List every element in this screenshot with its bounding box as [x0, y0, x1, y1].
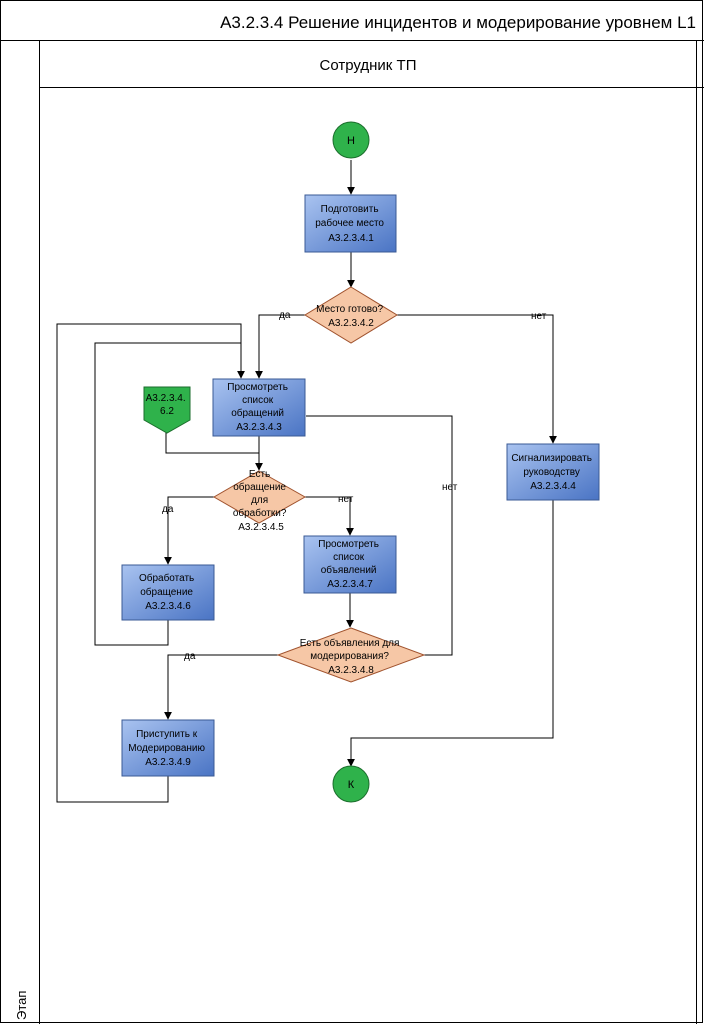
edge-label-yes: да: [279, 310, 291, 321]
edge-342-yes-to-343: [255, 314, 305, 379]
edge-label-yes: да: [162, 504, 174, 515]
stage-label: Этап: [14, 991, 29, 1020]
process-A3-2-3-4-6: Обработать обращение А3.2.3.4.6: [121, 564, 215, 621]
end-event: К: [332, 765, 370, 803]
process-A3-2-3-4-9: Приступить к Модерированию А3.2.3.4.9: [121, 719, 215, 777]
diagram-title: А3.2.3.4 Решение инцидентов и модерирова…: [220, 13, 696, 32]
edge-label-no: нет: [338, 494, 354, 505]
edge-345-yes-to-346: [164, 496, 214, 565]
edge-label-yes: да: [184, 651, 196, 662]
svg-text:Обработать обращение: Обработать обращение А3.2.3.4.6: [139, 572, 197, 612]
edge-346-loop-to-343: [94, 342, 245, 646]
edge-349-loop-to-343: [56, 323, 242, 803]
edge-348-yes-to-349: [164, 654, 278, 720]
process-A3-2-3-4-4: Сигнализировать руководству А3.2.3.4.4: [506, 443, 600, 501]
process-A3-2-3-4-3: Просмотреть список обращений А3.2.3.4.3: [212, 378, 306, 437]
ref-line-1: А3.2.3.4.: [146, 393, 186, 404]
svg-text:Место готово? А3.2.3.4.2: Место готово? А3.2.3.4.2: [316, 304, 386, 329]
edge-344-to-end: [347, 500, 554, 767]
end-label: К: [348, 779, 355, 791]
edge-ref-to-345: [165, 432, 259, 454]
process-A3-2-3-4-1: Подготовить рабочее место А3.2.3.4.1: [304, 194, 397, 253]
decision-A3-2-3-4-5: Есть обращение для обработки? А3.2.3.4.5: [213, 469, 307, 533]
ref-line-2: 6.2: [160, 406, 174, 417]
edge-label-no: нет: [531, 311, 547, 322]
offpage-reference-A3-2-3-4-6-2: А3.2.3.4. 6.2: [143, 386, 191, 434]
svg-text:Сигнализировать руководс: Сигнализировать руководству А3.2.3.4.4: [511, 453, 594, 492]
edge-342-no-to-344: [397, 314, 557, 444]
start-label: Н: [347, 135, 355, 147]
edge-348-no-to-343: [306, 415, 453, 656]
decision-A3-2-3-4-2: Место готово? А3.2.3.4.2: [304, 286, 398, 344]
svg-text:Есть объявления для моде: Есть объявления для модерирования? А3.2.…: [300, 637, 402, 676]
lane-title: Сотрудник ТП: [320, 57, 417, 74]
svg-text:Приступить к Модерирован: Приступить к Модерированию А3.2.3.4.9: [128, 729, 208, 768]
edge-345-no-to-347: [305, 496, 354, 536]
process-A3-2-3-4-7: Просмотреть список объявлений А3.2.3.4.7: [303, 535, 397, 594]
svg-text:Просмотреть список: Просмотреть список обращений А3.2.3.4.3: [227, 382, 290, 433]
svg-text:Подготовить рабочее мест: Подготовить рабочее место А3.2.3.4.1: [315, 204, 387, 244]
connectors: [56, 160, 557, 803]
svg-text:Просмотреть список: Просмотреть список объявлений А3.2.3.4.7: [318, 539, 381, 590]
svg-text:А3.2.3.4. 6.2: А3.2.3.4. 6.2: [146, 393, 189, 417]
decision-A3-2-3-4-8: Есть объявления для модерирования? А3.2.…: [276, 627, 426, 683]
edge-label-no: нет: [442, 482, 458, 493]
svg-text:Есть обращение для: Есть обращение для обработки? А3.2.3.4.5: [233, 469, 289, 533]
start-event: Н: [332, 121, 370, 159]
